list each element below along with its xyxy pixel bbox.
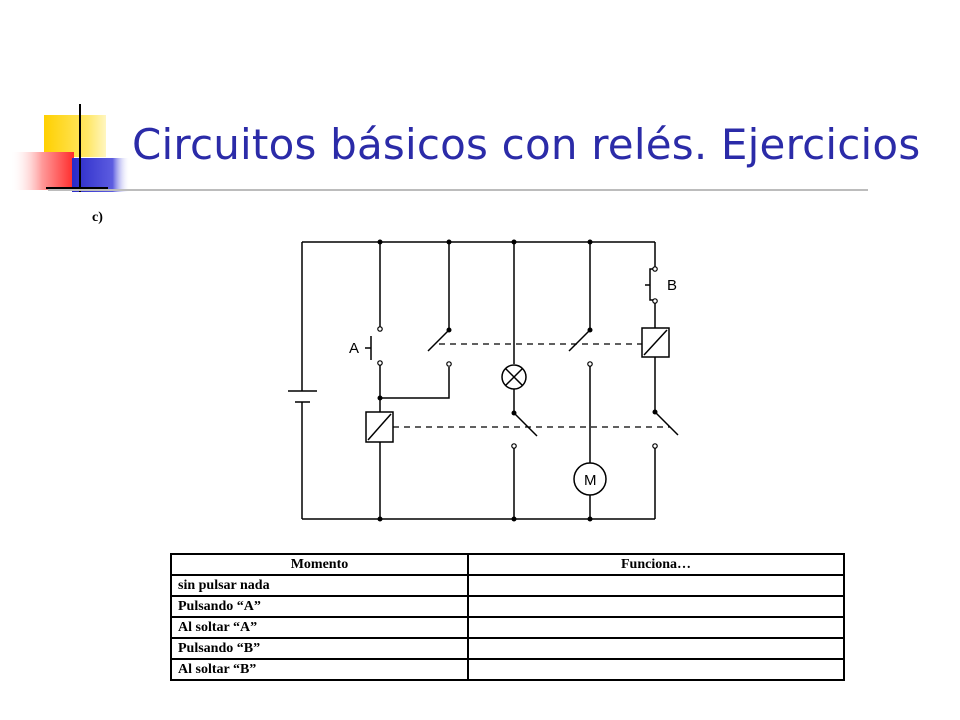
funciona-cell	[467, 616, 845, 639]
momento-cell: Pulsando “A”	[170, 595, 469, 618]
table-row: sin pulsar nada	[170, 574, 845, 597]
decorative-corner-squares	[10, 104, 130, 192]
momento-cell: Al soltar “A”	[170, 616, 469, 639]
relay-coil-1-slash	[367, 413, 392, 441]
funciona-cell	[467, 595, 845, 618]
column-header-funciona: Funciona…	[467, 553, 845, 576]
table-row: Al soltar “A”	[170, 616, 845, 639]
column-header-momento: Momento	[170, 553, 469, 576]
motor-contact	[568, 329, 591, 352]
motor-icon	[573, 462, 607, 496]
momento-cell: sin pulsar nada	[170, 574, 469, 597]
funciona-cell	[467, 658, 845, 681]
momento-cell: Al soltar “B”	[170, 658, 469, 681]
pushbutton-b	[645, 268, 655, 301]
pushbutton-a-label: A	[349, 340, 359, 357]
title-underline	[48, 189, 868, 191]
relay-coil-2-slash	[643, 329, 668, 356]
table-header-row: Momento Funciona…	[170, 553, 845, 576]
lamp-cross	[504, 367, 524, 387]
answer-table: Momento Funciona… sin pulsar nada Pulsan…	[170, 553, 845, 681]
slide-title: Circuitos básicos con relés. Ejercicios	[132, 120, 921, 169]
battery-symbol	[288, 390, 317, 403]
relay-coil-2	[641, 327, 670, 358]
lamp-icon	[501, 364, 527, 390]
momento-cell: Pulsando “B”	[170, 637, 469, 660]
funciona-cell	[467, 574, 845, 597]
pushbutton-a	[365, 336, 372, 360]
table-row: Pulsando “A”	[170, 595, 845, 618]
table-row: Al soltar “B”	[170, 658, 845, 681]
pushbutton-b-label: B	[667, 277, 677, 294]
table-row: Pulsando “B”	[170, 637, 845, 660]
motor-label: M	[584, 472, 597, 489]
funciona-cell	[467, 637, 845, 660]
lamp-contact	[513, 412, 538, 437]
holding-contact	[427, 329, 450, 352]
exercise-part-label: c)	[92, 210, 103, 225]
holding-wire	[380, 367, 450, 399]
coil-2-contact	[654, 411, 679, 436]
